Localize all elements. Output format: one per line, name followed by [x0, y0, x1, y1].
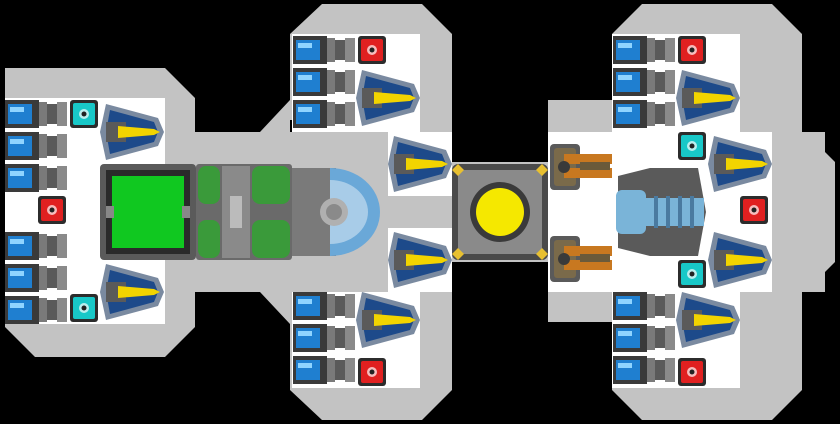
red-armor-node-icon [740, 196, 768, 224]
yellow-thruster-icon [388, 136, 452, 192]
red-armor-node-icon [38, 196, 66, 224]
battery-cell-icon [293, 324, 355, 352]
blue-dome-icon [292, 168, 380, 256]
yellow-thruster-icon [676, 292, 740, 348]
yellow-reactor-core-icon [452, 164, 548, 260]
battery-cell-icon [293, 292, 355, 320]
yellow-thruster-icon [388, 232, 452, 288]
battery-cell-icon [5, 164, 67, 192]
red-armor-node-icon [678, 36, 706, 64]
yellow-thruster-icon [356, 292, 420, 348]
red-armor-node-icon [678, 358, 706, 386]
cyan-shield-node-icon [70, 100, 98, 128]
cyan-shield-node-icon [678, 132, 706, 160]
battery-cell-icon [293, 68, 355, 96]
spine-gap-bottom [452, 262, 548, 292]
orange-cannon-icon [550, 144, 612, 190]
battery-cell-icon [293, 356, 355, 384]
red-armor-node-icon [358, 358, 386, 386]
battery-cell-icon [5, 132, 67, 160]
yellow-thruster-icon [356, 70, 420, 126]
battery-cell-icon [613, 356, 675, 384]
battery-cell-icon [5, 296, 67, 324]
battery-cell-icon [613, 324, 675, 352]
modules-layer [5, 36, 772, 386]
battery-cell-icon [613, 292, 675, 320]
battery-cell-icon [293, 100, 355, 128]
battery-cell-icon [5, 100, 67, 128]
cyan-shield-node-icon [678, 260, 706, 288]
spine-gap-top [452, 132, 548, 162]
green-cockpit-icon [100, 164, 196, 260]
cyan-shield-node-icon [70, 294, 98, 322]
battery-cell-icon [5, 264, 67, 292]
battery-cell-icon [5, 232, 67, 260]
yellow-thruster-icon [708, 232, 772, 288]
yellow-thruster-icon [100, 264, 164, 320]
orange-cannon-icon [550, 236, 612, 282]
yellow-thruster-icon [100, 104, 164, 160]
yellow-thruster-icon [676, 70, 740, 126]
red-armor-node-icon [358, 36, 386, 64]
green-fuel-tank-icon [196, 164, 292, 260]
battery-cell-icon [613, 68, 675, 96]
hull-nose [770, 132, 835, 292]
battery-cell-icon [293, 36, 355, 64]
yellow-thruster-icon [708, 136, 772, 192]
blue-main-engine-icon [616, 168, 706, 256]
battery-cell-icon [613, 36, 675, 64]
battery-cell-icon [613, 100, 675, 128]
